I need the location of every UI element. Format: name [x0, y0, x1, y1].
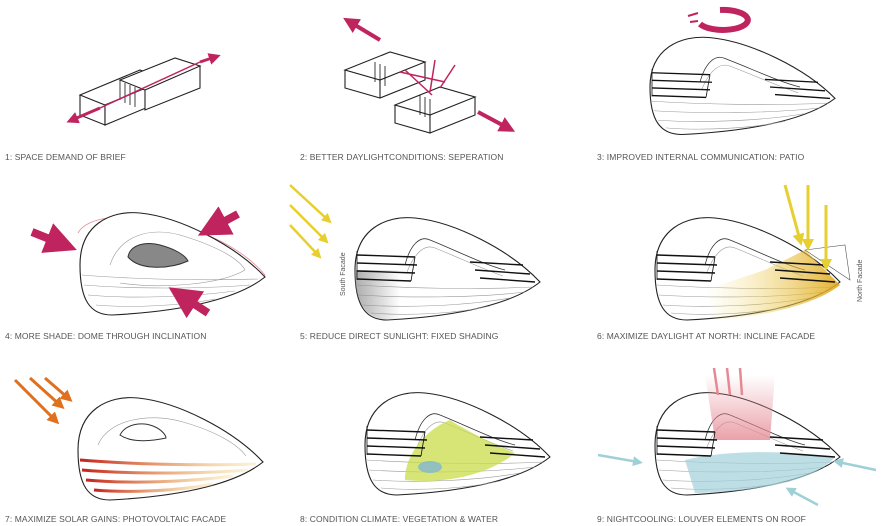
panel-1-drawing: [66, 53, 221, 126]
daylight-arrows: [783, 184, 832, 271]
caption-9: 9: NIGHTCOOLING: LOUVER ELEMENTS ON ROOF: [597, 514, 806, 524]
caption-8: 8: CONDITION CLIMATE: VEGETATION & WATER: [300, 514, 499, 524]
panel-5-drawing: [355, 218, 540, 320]
panel-9-drawing: [655, 375, 840, 495]
panel-4-drawing: [77, 212, 266, 316]
caption-4: 4: MORE SHADE: DOME THROUGH INCLINATION: [5, 331, 207, 341]
caption-5: 5: REDUCE DIRECT SUNLIGHT: FIXED SHADING: [300, 331, 499, 341]
caption-2: 2: BETTER DAYLIGHTCONDITIONS: SEPERATION: [300, 152, 504, 162]
panel-3-drawing: [650, 37, 835, 134]
caption-7: 7: MAXIMIZE SOLAR GAINS: PHOTOVOLTAIC FA…: [5, 514, 227, 524]
panel-2-drawing: [343, 17, 516, 134]
rotation-arrow-icon: [687, 6, 751, 33]
panel-6-drawing: [655, 218, 851, 320]
pressure-arrows: [30, 206, 240, 319]
caption-1: 1: SPACE DEMAND OF BRIEF: [5, 152, 126, 162]
caption-6: 6: MAXIMIZE DAYLIGHT AT NORTH: INCLINE F…: [597, 331, 816, 341]
panel-8-drawing: [365, 393, 550, 495]
solar-arrows: [13, 376, 73, 425]
sun-arrows: [289, 184, 332, 259]
panel-7-drawing: [77, 397, 264, 501]
cooling-arrows: [597, 367, 877, 507]
south-facade-label: South Facade: [340, 252, 347, 296]
north-facade-label: North Facade: [857, 259, 864, 302]
caption-3: 3: IMPROVED INTERNAL COMMUNICATION: PATI…: [597, 152, 805, 162]
